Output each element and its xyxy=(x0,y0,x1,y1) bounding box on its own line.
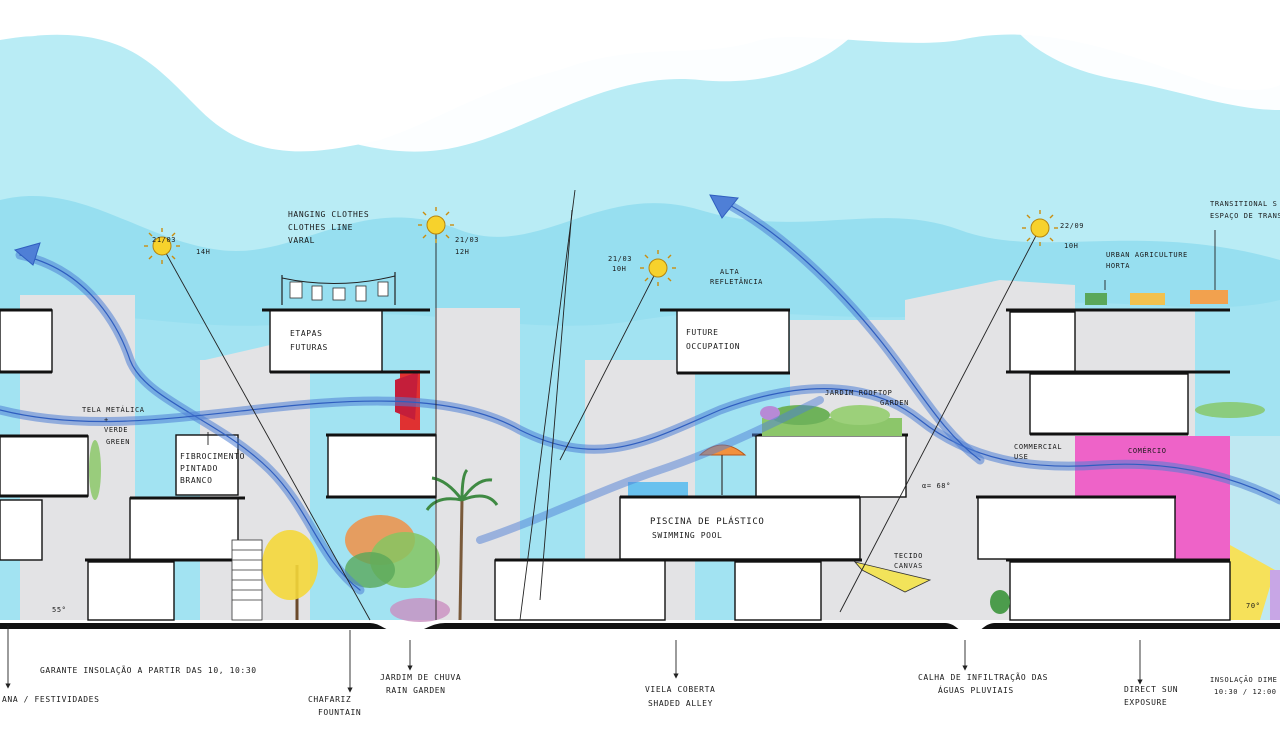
label-alta: ALTA xyxy=(720,268,740,276)
label-angle-70: 70° xyxy=(1246,602,1261,610)
label-use: USE xyxy=(1014,453,1029,461)
clothes-line xyxy=(281,272,396,305)
label-futuras: FUTURAS xyxy=(290,343,328,352)
sun-icon xyxy=(640,250,676,286)
sun-icons xyxy=(144,207,1058,286)
label-shaded-alley: SHADED ALLEY xyxy=(648,699,713,708)
label-jardim-rooftop: JARDIM ROOFTOP xyxy=(825,389,893,397)
label-aguas-pluviais: ÁGUAS PLUVIAIS xyxy=(938,686,1014,695)
sun-date-label: 22/09 xyxy=(1060,222,1085,230)
label-direct-sun: DIRECT SUN xyxy=(1124,685,1179,694)
vegetation xyxy=(89,290,1265,622)
label-pintado: PINTADO xyxy=(180,464,218,473)
label-fountain: FOUNTAIN xyxy=(318,708,362,717)
label-canvas: CANVAS xyxy=(894,562,923,570)
label-rain-garden: RAIN GARDEN xyxy=(386,686,446,695)
label-tela-metalica: TELA METÁLICA xyxy=(82,406,145,414)
sun-time-label: 12h xyxy=(455,248,470,256)
label-plus: + xyxy=(104,416,109,424)
label-occupation: OCCUPATION xyxy=(686,342,741,351)
sun-date-label: 21/03 xyxy=(455,236,480,244)
label-garante-insolacao: GARANTE INSOLAÇÃO A PARTIR DAS 10, 10:30 xyxy=(40,666,257,675)
wind-arrowheads xyxy=(13,194,739,266)
label-swimming-pool: SWIMMING POOL xyxy=(652,531,723,540)
label-chafariz: CHAFARIZ xyxy=(308,695,352,704)
label-verde: VERDE xyxy=(104,426,129,434)
label-refletancia: REFLETÂNCIA xyxy=(710,278,763,286)
label-calha: CALHA DE INFILTRAÇÃO DAS xyxy=(918,673,1048,682)
sun-date-label: 21/03 xyxy=(152,236,177,244)
label-angle-55: 55° xyxy=(52,606,67,614)
label-horta: HORTA xyxy=(1106,262,1131,270)
label-commercial: COMMERCIAL xyxy=(1014,443,1063,451)
label-insolacao-time: 10:30 / 12:00 xyxy=(1214,688,1277,696)
label-festividades: ANA / FESTIVIDADES xyxy=(2,695,100,704)
label-espaco-transicao: ESPAÇO DE TRANS xyxy=(1210,212,1280,220)
sun-date-label: 21/03 xyxy=(608,255,633,263)
label-exposure: EXPOSURE xyxy=(1124,698,1168,707)
sun-ray-lines xyxy=(161,189,1041,621)
annotation-leaders xyxy=(5,230,1216,693)
label-garden: GARDEN xyxy=(880,399,909,407)
sun-icon xyxy=(144,228,180,264)
sun-time-label: 10h xyxy=(612,265,627,273)
label-tecido: TECIDO xyxy=(894,552,923,560)
label-angle-68: α= 68° xyxy=(922,482,951,490)
ground-line xyxy=(0,623,1280,741)
label-viela-coberta: VIELA COBERTA xyxy=(645,685,716,694)
label-comercio: COMÉRCIO xyxy=(1128,447,1167,455)
label-branco: BRANCO xyxy=(180,476,213,485)
label-transitional: TRANSITIONAL S xyxy=(1210,200,1278,208)
label-etapas: ETAPAS xyxy=(290,329,323,338)
sun-icon xyxy=(418,207,454,243)
label-insolacao-dime: INSOLAÇÃO DIME xyxy=(1210,676,1278,684)
label-varal: VARAL xyxy=(288,236,316,245)
label-fibrocimento: FIBROCIMENTO xyxy=(180,452,245,461)
label-future: FUTURE xyxy=(686,328,719,337)
sun-time-label: 10h xyxy=(1064,242,1079,250)
label-hanging-clothes: HANGING CLOTHES xyxy=(288,210,370,219)
building-slabs xyxy=(0,309,1231,621)
label-clothes-line: CLOTHES LINE xyxy=(288,223,353,232)
label-jardim-chuva: JARDIM DE CHUVA xyxy=(380,673,462,682)
label-urban-agriculture: URBAN AGRICULTURE xyxy=(1106,251,1188,259)
wind-flow-ribbons xyxy=(0,195,1280,595)
label-piscina: PISCINA DE PLÁSTICO xyxy=(650,517,765,527)
sun-time-label: 14h xyxy=(196,248,211,256)
slab-lines xyxy=(0,308,1230,562)
label-green: GREEN xyxy=(106,438,131,446)
sun-icon xyxy=(1022,210,1058,246)
